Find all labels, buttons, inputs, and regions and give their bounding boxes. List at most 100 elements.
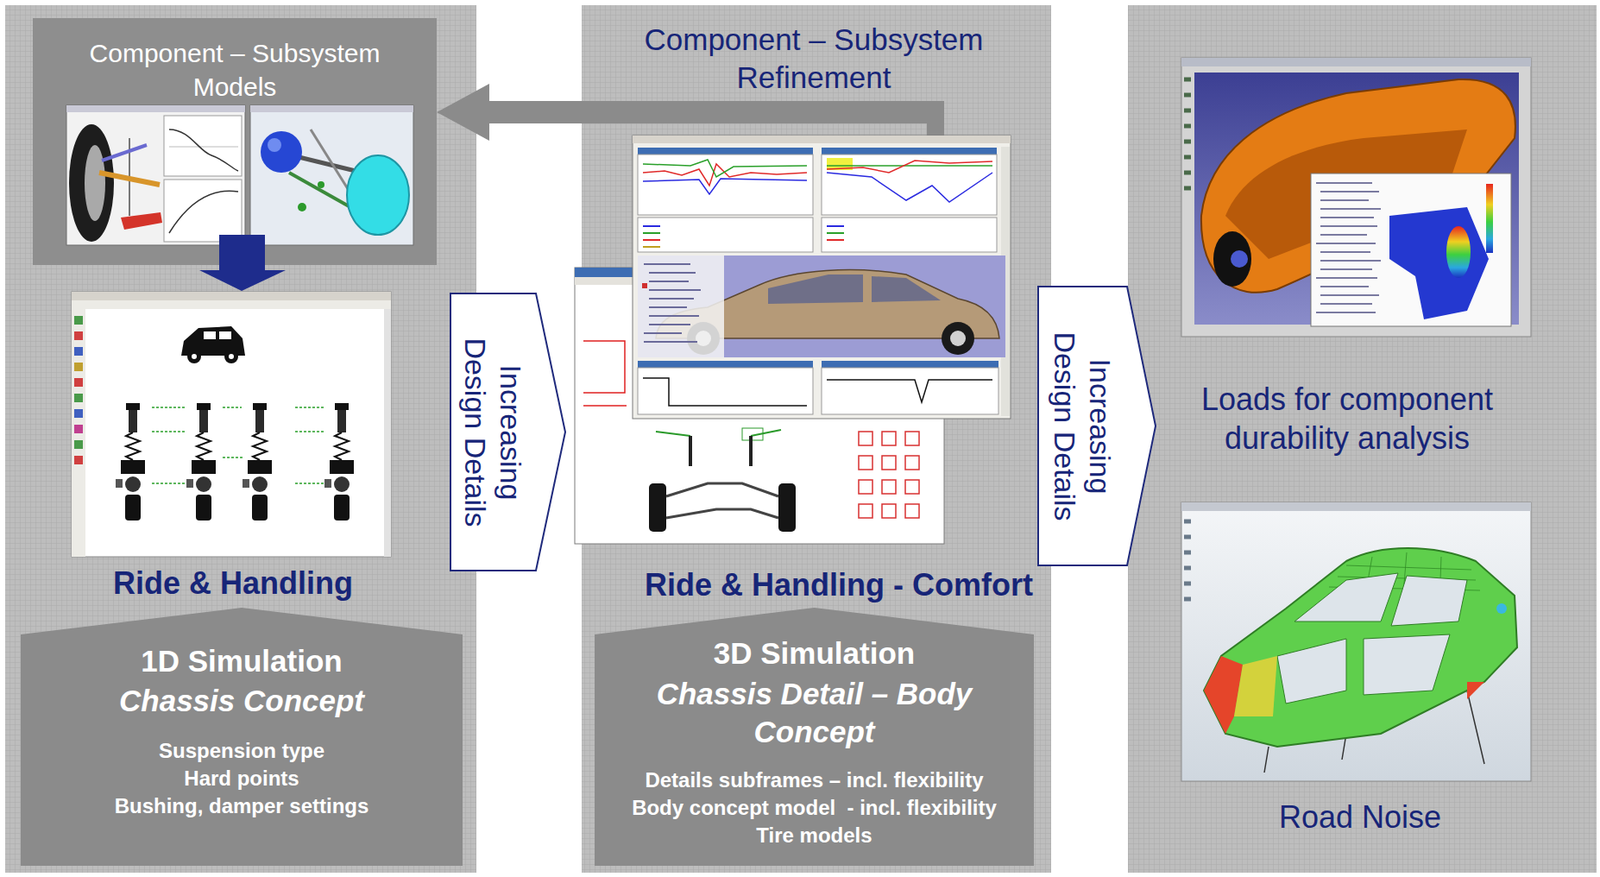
comfort-model-screenshot-back-part (666, 483, 779, 518)
comfort-model-screenshot-front-part (642, 178, 807, 195)
road-noise-screenshot (1181, 502, 1531, 782)
text-slot: Road Noise (1230, 797, 1490, 837)
stage-panels-part (581, 5, 1052, 873)
ride-handling-screenshot-part (181, 326, 246, 356)
comfort-model-screenshot-front-part (950, 330, 966, 347)
text-slot: Ride & Handling (34, 564, 432, 603)
suspension-model-screenshot-part (346, 155, 410, 235)
ride-handling-screenshot-part (74, 331, 83, 341)
stage-panels-part (5, 5, 477, 873)
ride-handling-screenshot-part (242, 403, 272, 521)
tire-model-screenshot-part (120, 212, 163, 230)
comfort-model-screenshot-front-part (642, 245, 661, 248)
stage-title: Ride & Handling - Comfort (644, 566, 1034, 605)
ride-handling-screenshot-part (74, 455, 83, 465)
feature-item: Hard points (31, 764, 453, 793)
comfort-model-screenshot-back-part-part (881, 455, 896, 470)
ride-handling-screenshot-part (224, 349, 239, 364)
road-noise-screenshot-part (1294, 573, 1399, 622)
road-noise-screenshot-part (1277, 638, 1347, 704)
comfort-model-screenshot-front-part (637, 217, 813, 252)
ride-handling-screenshot-part (71, 291, 391, 301)
durability-screenshot-part (1184, 79, 1191, 189)
tire-model-screenshot-part (163, 179, 242, 242)
arrow-chevron-fill (450, 293, 566, 571)
feedback-arrow-shaft (581, 100, 945, 143)
comfort-model-screenshot-back-part (778, 483, 796, 532)
comfort-model-screenshot-front-part (821, 360, 999, 368)
feature-item: Bushing, damper settings (31, 792, 453, 820)
ride-handling-screenshot (71, 291, 391, 557)
road-noise-screenshot-part (1184, 521, 1191, 599)
comfort-model-screenshot-front-part (632, 135, 1011, 419)
stage-panel: Loads for component durability analysisR… (1127, 5, 1597, 873)
durability-screenshot-part (1201, 79, 1516, 293)
tire-model-screenshot-part (84, 144, 106, 221)
comfort-model-screenshot-back-part (583, 404, 627, 407)
ride-handling-screenshot-part (191, 353, 197, 360)
comfort-model-screenshot-front-part (642, 225, 661, 227)
comfort-model-screenshot-front-part (637, 154, 813, 215)
comfort-model-screenshot-front-part (637, 147, 813, 155)
comfort-model-screenshot-back-part (574, 277, 945, 285)
stage-pentagon-fill (20, 607, 463, 866)
comfort-model-screenshot-front-part (642, 159, 807, 177)
comfort-model-screenshot-front-part (821, 147, 997, 155)
ride-handling-screenshot-part (71, 300, 391, 309)
comfort-model-screenshot-back (574, 267, 945, 544)
ride-handling-screenshot-part (74, 393, 83, 403)
tire-model-screenshot-part (169, 146, 239, 148)
comfort-model-screenshot-back-part (648, 483, 667, 532)
ride-handling-screenshot-part (71, 291, 391, 557)
stage-pentagon: 1D SimulationChassis ConceptSuspension t… (20, 607, 463, 866)
comfort-model-screenshot-front-part (821, 154, 997, 215)
ride-handling-screenshot-part (324, 403, 354, 521)
comfort-model-screenshot-back-part (574, 267, 945, 278)
chevron-label: Increasing Design Details (457, 320, 529, 545)
stage-title: Ride & Handling (113, 564, 353, 603)
road-noise-screenshot-part (1181, 502, 1531, 782)
stage-pentagon: 3D SimulationChassis Detail – Body Conce… (594, 607, 1034, 866)
text-slot: Ride & Handling - Comfort (631, 566, 1046, 605)
tire-model-screenshot-part (66, 105, 246, 246)
comfort-model-screenshot-front-part (655, 270, 1000, 339)
arrow-label: Component – Subsystem Refinement (619, 20, 1008, 97)
suspension-model-screenshot-part (250, 105, 414, 246)
suspension-model-screenshot-part (297, 202, 307, 212)
ride-handling-screenshot-part (74, 362, 83, 372)
comfort-model-screenshot-back-part (858, 431, 920, 518)
comfort-model-screenshot-front-part (826, 160, 993, 173)
comfort-model-screenshot-back-part (583, 340, 625, 393)
road-noise-screenshot-part (1234, 655, 1278, 717)
comfort-model-screenshot-front-part (695, 330, 712, 347)
suspension-model-screenshot-part (284, 153, 363, 173)
comfort-model-screenshot-back-part (655, 429, 782, 436)
text-slot: Loads for component durability analysis (1174, 379, 1520, 458)
road-noise-screenshot-part (1203, 548, 1518, 747)
result-label: Loads for component durability analysis (1174, 379, 1520, 458)
suspension-model-screenshot-part (250, 105, 414, 113)
suspension-model-screenshot-part (317, 181, 325, 189)
comfort-model-screenshot-front-part (637, 255, 725, 358)
comfort-model-screenshot-front-part (637, 255, 1006, 358)
comfort-model-screenshot-back-part (574, 267, 945, 544)
comfort-model-screenshot-front-part (768, 274, 863, 304)
ride-handling-screenshot-part (71, 308, 86, 557)
feature-item: Body concept model - incl. flexibility (604, 793, 1024, 822)
text-column: 3D SimulationChassis Detail – Body Conce… (594, 607, 1034, 850)
arrow-chevron: Increasing Design Details (1037, 285, 1157, 567)
comfort-model-screenshot-back-part-part (881, 503, 896, 518)
box-title: Component – Subsystem Models (70, 36, 399, 104)
ride-handling-screenshot-part (151, 407, 325, 484)
suspension-model-screenshot-part (260, 131, 303, 173)
chevron-label: Increasing Design Details (1046, 314, 1118, 539)
arrow-chevron: Increasing Design Details (449, 292, 567, 572)
suspension-model-screenshot-part (267, 138, 282, 152)
road-noise-screenshot-part (1181, 502, 1531, 511)
ride-handling-screenshot-part (74, 315, 83, 325)
comfort-model-screenshot-back-part-part (858, 431, 873, 446)
text-slot: Component – Subsystem Refinement (619, 20, 1008, 97)
flow-down-arrow (199, 234, 286, 291)
feature-item: Details subframes – incl. flexibility (604, 766, 1024, 794)
comfort-model-screenshot-front-part (826, 232, 845, 234)
